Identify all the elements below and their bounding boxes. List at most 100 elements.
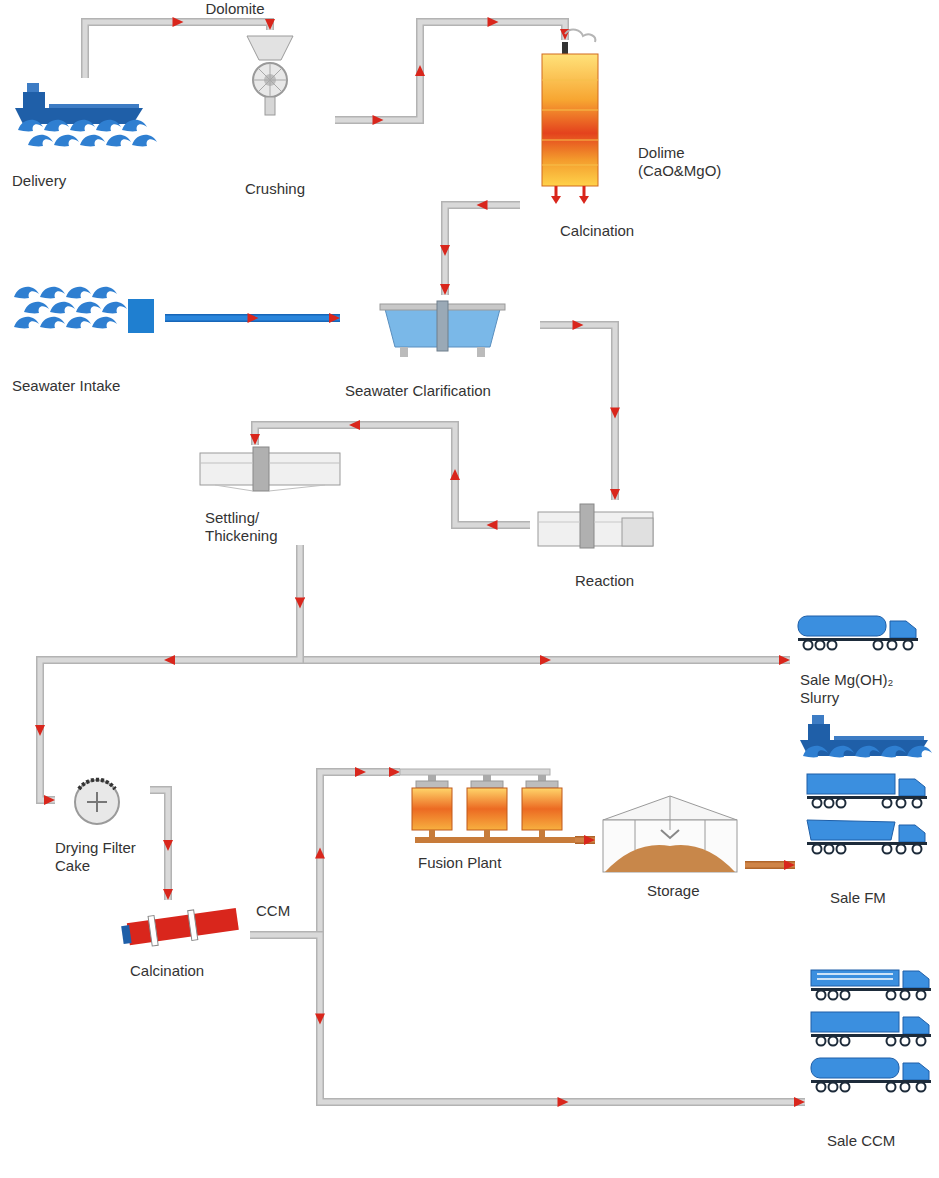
icon-part — [102, 302, 127, 314]
node-label: Drying Filter Cake — [55, 839, 137, 875]
arrow-head — [784, 860, 795, 870]
flow-arrow — [173, 17, 184, 27]
icon-part — [874, 641, 883, 650]
arrow-head — [163, 889, 173, 900]
icon-part — [428, 775, 436, 781]
pipe-connector — [295, 545, 790, 665]
arrow-head — [329, 313, 340, 323]
pipe-core — [250, 772, 400, 935]
arrow-head — [779, 655, 790, 665]
pipe-connector — [540, 320, 620, 500]
flow-arrow — [315, 1014, 325, 1025]
icon-part — [887, 1083, 896, 1092]
icon-part — [28, 135, 53, 147]
icon-part — [817, 1037, 826, 1046]
node-label: Sale Mg(OH)₂ Slurry — [800, 671, 915, 707]
icon-part — [811, 1034, 931, 1037]
sale-fm-station-icon — [795, 712, 937, 907]
pipe-connector — [85, 17, 275, 78]
connector-group — [35, 17, 805, 1107]
icon-part — [14, 287, 39, 299]
icon-part — [562, 42, 568, 54]
icon-part — [903, 1063, 929, 1080]
clarifier-station: Seawater Clarification — [340, 295, 540, 400]
flow-arrow — [373, 115, 384, 125]
node-label: Sale CCM — [827, 1132, 895, 1150]
icon-part — [899, 825, 925, 842]
crusher-station: Crushing — [225, 30, 335, 198]
icon-part — [253, 63, 287, 97]
icon-part — [904, 641, 913, 650]
pipe-connector — [150, 790, 173, 900]
icon-part — [484, 830, 490, 838]
icon-part — [899, 779, 925, 796]
icon-part — [132, 135, 157, 147]
pipe-outline — [85, 22, 270, 78]
icon-part — [148, 915, 158, 946]
icon-part — [804, 641, 813, 650]
icon-part — [829, 1037, 838, 1046]
icon-part — [817, 1083, 826, 1092]
icon-part — [522, 788, 562, 830]
pipe-connector — [165, 313, 340, 323]
icon-part — [807, 842, 927, 845]
node-label: Storage — [647, 882, 700, 900]
node-label: Fusion Plant — [418, 854, 501, 872]
pipe-connector — [250, 935, 805, 1107]
icon-part — [400, 769, 550, 775]
icon-part — [829, 746, 854, 758]
flow-arrow — [35, 725, 45, 736]
node-label: Seawater Intake — [12, 377, 120, 395]
icon-part — [253, 447, 269, 491]
icon-part — [477, 347, 485, 357]
icon-part — [917, 1083, 926, 1092]
icon-part — [811, 1012, 899, 1032]
arrow-head — [250, 434, 260, 445]
icon-part — [120, 904, 239, 950]
icon-part — [200, 463, 340, 491]
icon-part — [834, 736, 924, 740]
icon-part — [87, 792, 107, 812]
flow-arrow — [163, 840, 173, 851]
arrow-head — [265, 19, 275, 30]
icon-part — [44, 120, 69, 132]
icon-part — [622, 518, 653, 546]
icon-part — [54, 135, 79, 147]
icon-part — [542, 54, 598, 186]
icon-part — [881, 746, 906, 758]
icon-part — [813, 799, 822, 808]
pipe-outline — [445, 205, 520, 295]
node-label: Crushing — [245, 180, 305, 198]
icon-part — [803, 746, 828, 758]
flow-arrow — [355, 767, 366, 777]
node-label: Seawater Clarification — [345, 382, 491, 400]
icon-part — [539, 830, 545, 838]
icon-part — [883, 845, 892, 854]
icon-part — [23, 92, 45, 108]
rotary-kiln: Calcination — [120, 900, 250, 980]
icon-part — [901, 991, 910, 1000]
node-label: Sale FM — [830, 889, 886, 907]
flow-arrow — [540, 655, 551, 665]
icon-part — [265, 97, 275, 115]
flow-arrow — [558, 1097, 569, 1107]
icon-part — [907, 746, 932, 758]
icon-part — [400, 347, 408, 357]
flow-arrow — [610, 408, 620, 419]
node-label: Dolime (CaO&MgO) — [638, 144, 726, 180]
flow-arrow — [248, 313, 259, 323]
icon-part — [50, 302, 75, 314]
icon-part — [887, 1037, 896, 1046]
icon-part — [807, 774, 895, 794]
filter-drum: Drying Filter Cake — [55, 775, 150, 875]
material-label: Dolomite — [202, 0, 267, 18]
arrow-head — [440, 284, 450, 295]
icon-part — [813, 845, 822, 854]
icon-part — [121, 925, 131, 944]
icon-part — [828, 641, 837, 650]
flow-arrow — [349, 420, 360, 430]
pipe-core — [540, 325, 615, 500]
icon-part — [635, 796, 705, 850]
calcination-furnace-icon — [520, 40, 720, 240]
calcination-furnace: Dolime (CaO&MgO)Calcination — [520, 40, 726, 240]
